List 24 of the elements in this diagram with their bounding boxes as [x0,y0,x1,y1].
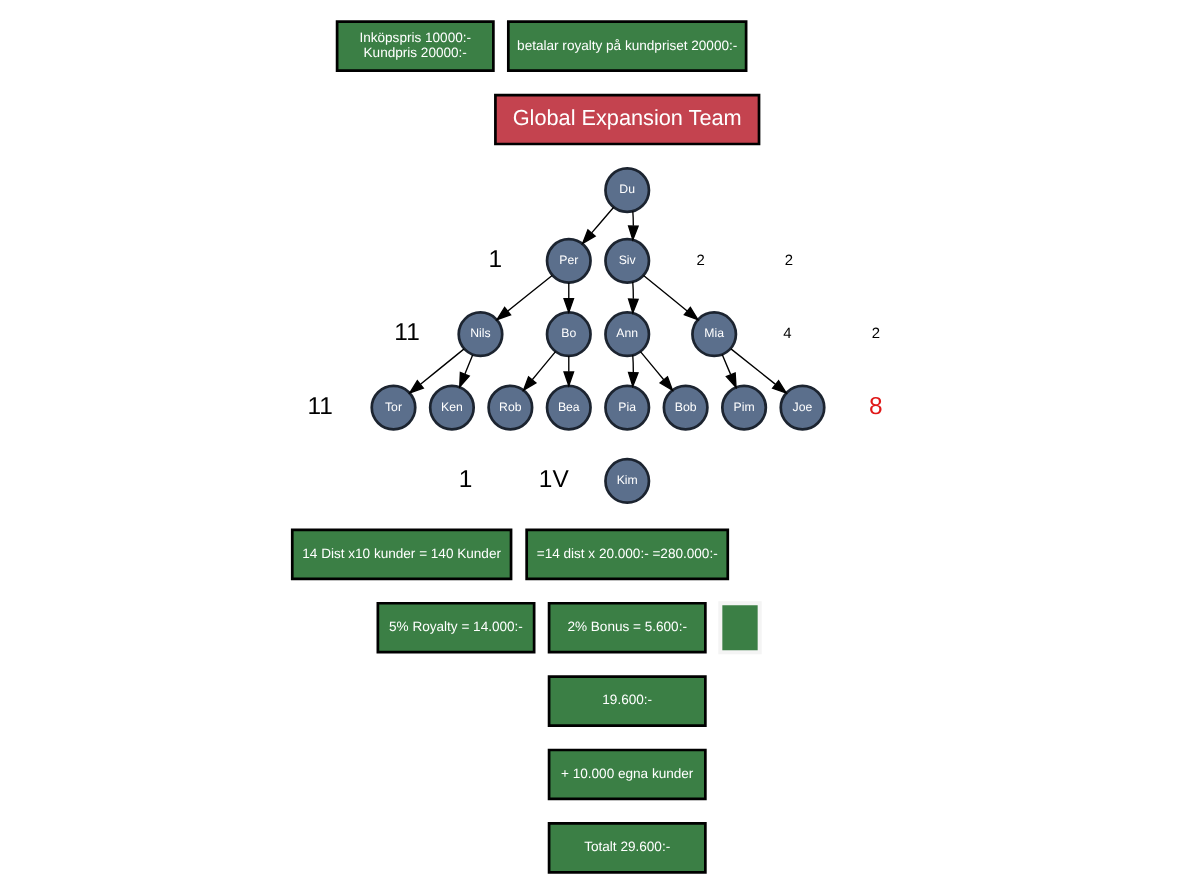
arrow [457,354,473,389]
arrow [729,348,787,395]
arrow [638,350,673,392]
label: 11 [306,391,332,420]
label: 2 [783,250,793,269]
label: 1 [487,244,502,273]
arrow [521,350,556,392]
label: 8 [868,391,882,420]
label: 1V [537,464,568,493]
arrow [407,348,464,395]
label: 2 [695,250,704,269]
arrow [641,274,699,321]
arrow [580,206,614,245]
label: 4 [782,324,791,343]
node-box: Global Expansion Team [493,93,760,146]
label: 1 [457,464,472,493]
arrow [626,354,639,389]
arrow [720,353,736,390]
arrow [626,210,639,242]
arrow [626,281,639,315]
arrow [494,274,552,321]
node-box [717,601,761,655]
label: 2 [870,324,880,343]
label: 11 [393,318,419,347]
